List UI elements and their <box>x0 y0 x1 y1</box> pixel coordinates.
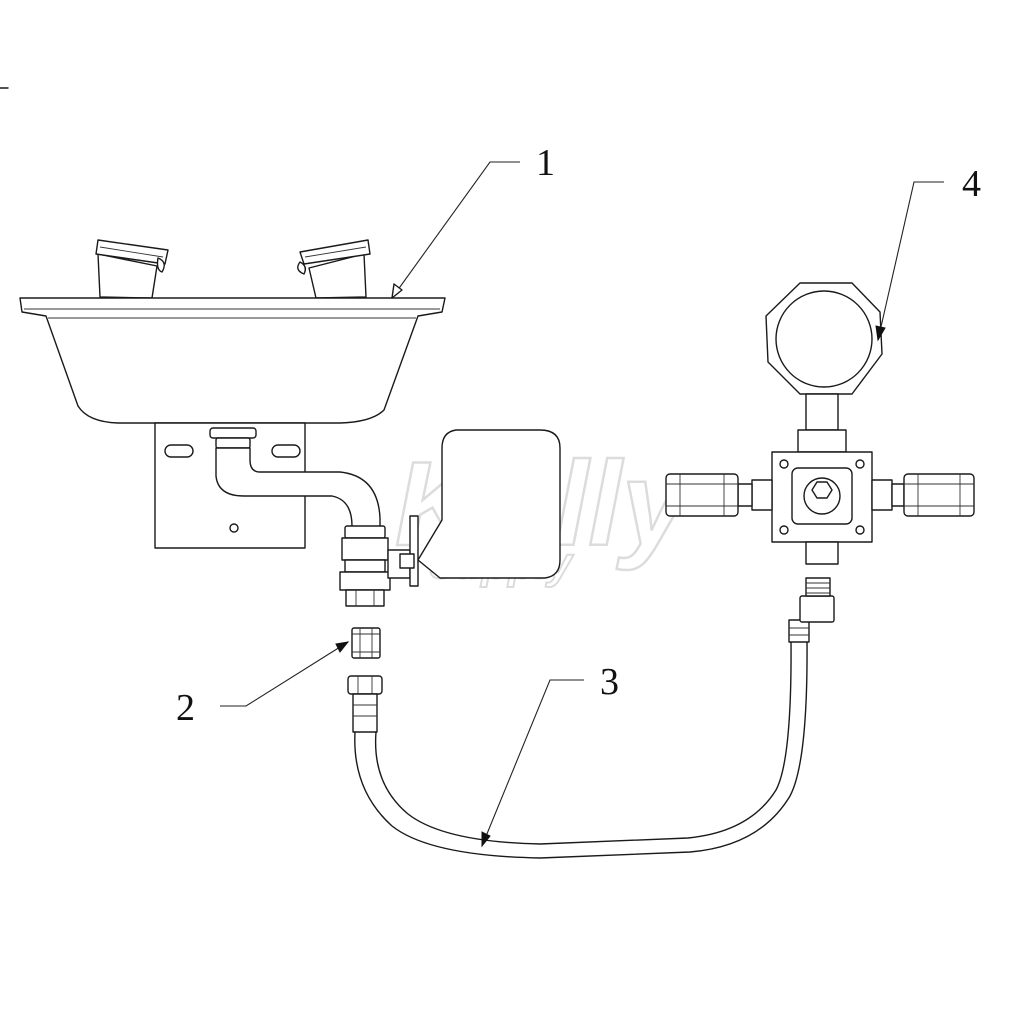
mixing-valve-assembly <box>665 282 975 565</box>
callout-leaders <box>220 161 944 848</box>
right-spray-head <box>297 239 371 299</box>
callout-label-3: 3 <box>600 661 619 703</box>
pressure-gauge <box>765 282 883 395</box>
callout-label-2: 2 <box>176 687 195 729</box>
valve-paddle-handle <box>417 429 561 579</box>
bowl <box>19 297 446 424</box>
leader-4 <box>877 181 944 341</box>
left-spray-head <box>95 239 169 299</box>
fitting-nut <box>351 627 381 659</box>
leader-2 <box>220 641 349 707</box>
leader-3 <box>481 679 584 847</box>
leader-1 <box>391 161 520 299</box>
callout-label-4: 4 <box>962 163 981 205</box>
feed-pipe <box>215 447 381 531</box>
eyewash-bowl-assembly <box>19 239 561 607</box>
callout-label-1: 1 <box>536 142 555 184</box>
supply-hose <box>347 577 835 859</box>
ball-valve <box>339 515 419 607</box>
